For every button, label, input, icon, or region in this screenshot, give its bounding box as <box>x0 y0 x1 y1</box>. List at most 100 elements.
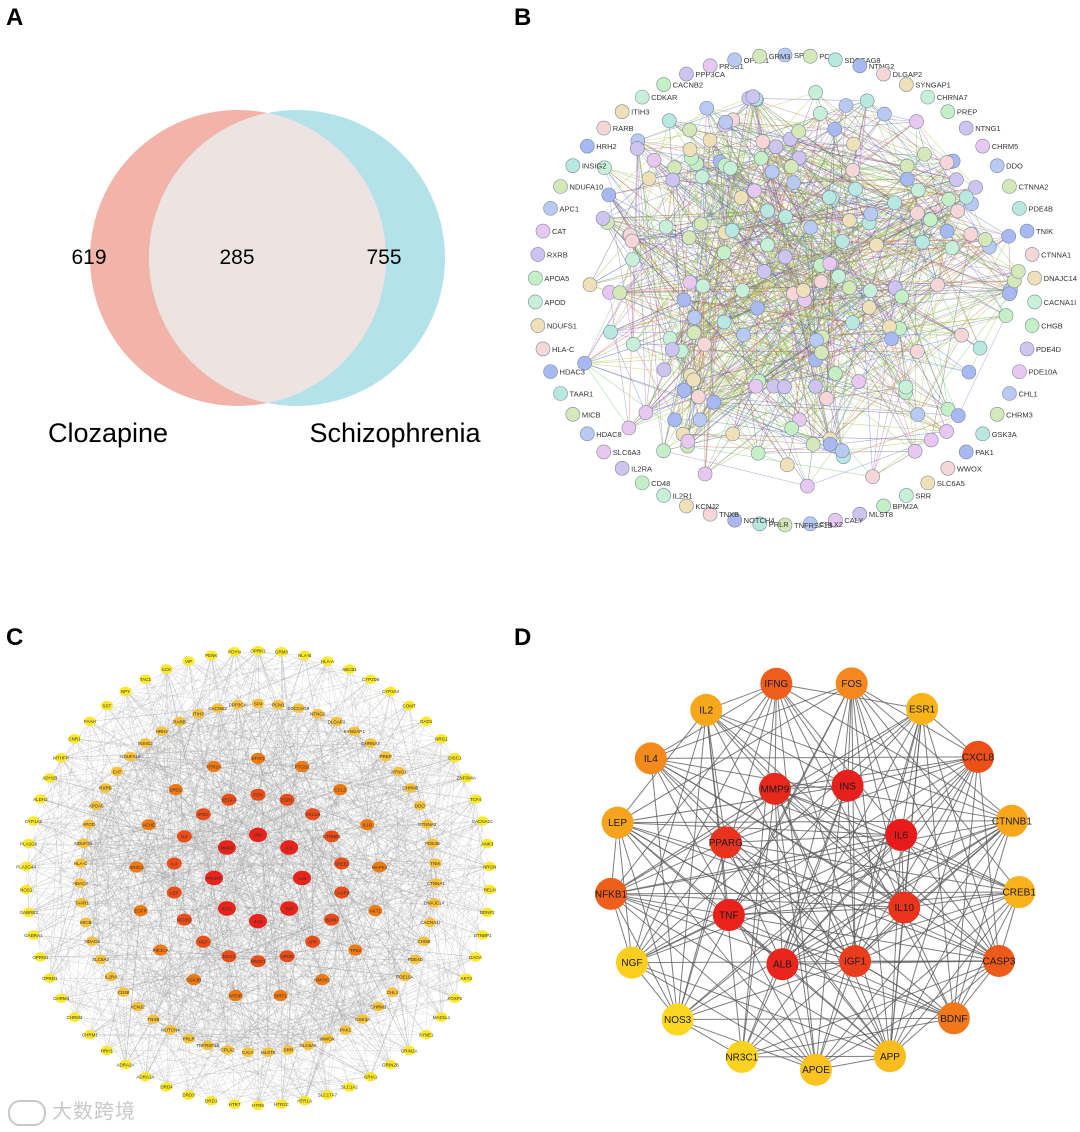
radial-node <box>252 645 264 656</box>
radial-node <box>221 793 237 806</box>
string-edge <box>917 236 1009 415</box>
radial-edge <box>61 998 305 1101</box>
venn-right-label: Schizophrenia <box>309 418 481 448</box>
string-edge <box>629 234 836 374</box>
radial-edge <box>193 956 476 980</box>
hub-edge <box>774 788 783 965</box>
string-node <box>601 187 617 203</box>
hub-edge <box>854 960 955 1019</box>
radial-edge <box>145 742 368 825</box>
hub-edge <box>774 788 905 908</box>
string-node <box>530 247 546 262</box>
string-node <box>822 436 838 452</box>
string-edge <box>764 271 870 308</box>
string-node <box>808 379 823 394</box>
radial-edge <box>304 1038 328 1101</box>
string-node <box>646 152 662 168</box>
radial-edge <box>26 834 259 867</box>
string-edge <box>687 351 918 447</box>
radial-edge <box>228 721 337 800</box>
radial-node-label: IGF1 <box>222 906 232 911</box>
radial-node-label: APOD <box>82 822 96 827</box>
radial-edge <box>234 651 467 779</box>
radial-node <box>339 1025 352 1035</box>
radial-node-label: TNXB <box>147 1017 159 1022</box>
radial-edge <box>174 660 328 864</box>
hub-node-label: IL2 <box>699 705 713 716</box>
hub-edge <box>741 960 1000 1058</box>
radial-edge <box>188 820 483 1039</box>
hub-node-ins: INS <box>831 769 864 802</box>
radial-edge <box>40 798 483 936</box>
hub-edge <box>781 964 817 1070</box>
hub-edge <box>617 820 1012 824</box>
string-edge <box>884 113 1007 316</box>
string-edge <box>628 113 885 429</box>
radial-node-label: MAPK3 <box>372 865 388 870</box>
hub-edge <box>617 822 905 909</box>
radial-edge <box>95 805 230 957</box>
radial-node <box>182 1090 195 1100</box>
radial-node-label: SLC6A5 <box>300 1043 317 1048</box>
radial-edge <box>81 669 167 903</box>
hub-edge <box>953 820 1013 1019</box>
radial-edge <box>145 679 332 837</box>
radial-edge <box>161 731 215 879</box>
string-node-label: SYNGAP1 <box>915 81 950 90</box>
string-node <box>915 234 930 250</box>
string-node <box>831 269 846 284</box>
string-node-label: NTNG1 <box>975 124 1000 133</box>
string-node <box>822 256 838 271</box>
string-node <box>745 89 761 104</box>
radial-edge <box>193 979 281 996</box>
radial-node <box>483 884 496 895</box>
radial-edge <box>49 805 97 979</box>
hub-edge <box>631 914 730 964</box>
radial-edge <box>81 902 289 1051</box>
radial-node <box>272 699 285 710</box>
radial-node <box>228 989 243 1002</box>
radial-edge <box>110 794 259 977</box>
string-edge <box>799 419 947 432</box>
radial-edge <box>145 950 161 1077</box>
string-edge <box>849 189 919 221</box>
radial-node <box>139 674 152 685</box>
radial-edge <box>137 1006 167 1087</box>
radial-node <box>166 857 182 870</box>
radial-edge <box>116 771 410 1051</box>
radial-edge <box>385 756 467 779</box>
string-edge <box>853 144 919 415</box>
radial-edge <box>234 843 433 1105</box>
string-node <box>667 412 683 428</box>
radial-edge <box>301 820 483 879</box>
radial-node-label: TCF4 <box>470 797 482 802</box>
radial-edge <box>213 707 299 767</box>
radial-node-label: TNIK <box>430 861 440 866</box>
radial-node-label: CHRM5 <box>402 786 418 791</box>
radial-edge <box>153 651 282 1020</box>
hub-edge <box>889 834 902 1057</box>
string-edge <box>584 119 734 364</box>
hub-node-label: TNF <box>719 911 738 922</box>
string-edge <box>633 199 949 345</box>
radial-node-label: BDNF <box>325 917 338 922</box>
radial-edge <box>175 789 379 1007</box>
string-edge <box>690 196 967 376</box>
string-edge <box>820 129 836 282</box>
radial-node-label: MAD1L1 <box>433 1015 451 1020</box>
string-node <box>634 89 650 105</box>
radial-edge <box>145 704 279 1077</box>
radial-edge <box>100 959 212 1101</box>
string-node <box>940 461 956 476</box>
radial-edge <box>188 660 238 705</box>
radial-edge <box>207 1006 379 1046</box>
radial-edge <box>257 805 421 1106</box>
radial-edge <box>184 919 410 1051</box>
radial-node-label: PPARG <box>206 876 222 881</box>
radial-edge <box>26 757 62 867</box>
string-edge <box>602 210 768 219</box>
radial-edge <box>385 756 455 758</box>
radial-edge <box>153 823 428 1020</box>
string-node <box>716 314 732 330</box>
hub-edge <box>854 820 1013 962</box>
